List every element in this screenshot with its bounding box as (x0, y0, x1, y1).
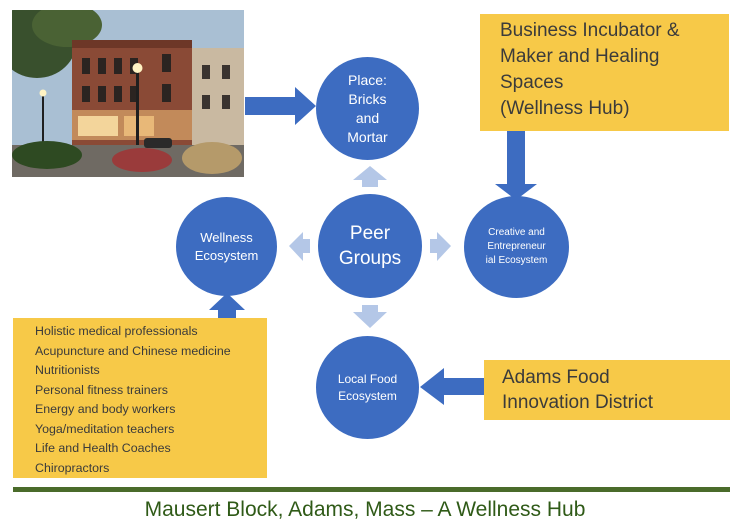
place-line-4: Mortar (347, 128, 388, 145)
arrow-peer-to-creative (430, 232, 451, 261)
adams-line-2: Innovation District (502, 392, 654, 413)
adams-line-1: Adams Food (502, 367, 610, 388)
list-item: Personal fitness trainers (35, 382, 168, 397)
place-line-2: Bricks (348, 90, 387, 107)
street-photo-illustration (12, 10, 244, 177)
business-incubator-box: Business Incubator & Maker and Healing S… (480, 14, 729, 131)
list-item: Energy and body workers (35, 402, 176, 416)
incubator-line-4: (Wellness Hub) (500, 98, 630, 119)
wellness-line-2: Ecosystem (194, 247, 259, 263)
place-line-1: Place: (348, 71, 387, 88)
creative-ecosystem-circle: Creative and Entrepreneur ial Ecosystem (464, 196, 569, 298)
list-item: Holistic medical professionals (35, 324, 198, 338)
local-food-ecosystem-circle: Local Food Ecosystem (316, 336, 419, 439)
incubator-line-1: Business Incubator & (500, 20, 680, 41)
creative-line-1: Creative and (488, 227, 545, 238)
arrow-peer-to-place (353, 166, 387, 187)
place-line-3: and (355, 109, 380, 126)
list-item: Acupuncture and Chinese medicine (35, 343, 231, 358)
divider-rule (13, 487, 730, 492)
peer-groups-circle: Peer Groups (318, 194, 422, 298)
arrow-list-to-wellness (218, 310, 236, 318)
peer-line-1: Peer (349, 223, 391, 244)
arrow-list-to-wellness-shaft (209, 293, 245, 318)
wellness-professionals-list: Holistic medical professionals Acupunctu… (13, 318, 267, 478)
food-line-1: Local Food (337, 371, 398, 386)
creative-line-2: Entrepreneur (487, 241, 546, 252)
arrow-peer-to-wellness (289, 232, 310, 261)
incubator-line-2: Maker and Healing (500, 46, 660, 67)
adams-food-innovation-box: Adams Food Innovation District (484, 360, 730, 420)
list-item: Yoga/meditation teachers (35, 421, 175, 436)
list-item: Chiropractors (35, 460, 110, 475)
peer-line-2: Groups (338, 248, 402, 269)
arrow-photo-to-place (245, 87, 316, 125)
incubator-line-3: Spaces (500, 72, 564, 93)
page-caption: Mausert Block, Adams, Mass – A Wellness … (144, 498, 586, 521)
list-item: Nutritionists (35, 363, 100, 377)
street-photo (12, 10, 244, 177)
wellness-ecosystem-circle: Wellness Ecosystem (176, 197, 277, 296)
arrow-incubator-to-creative (495, 131, 537, 200)
list-item: Life and Health Coaches (35, 441, 171, 455)
place-circle: Place: Bricks and Mortar (316, 57, 419, 160)
creative-line-3: ial Ecosystem (485, 255, 548, 266)
food-line-2: Ecosystem (338, 388, 397, 403)
arrow-peer-to-food (353, 305, 387, 328)
arrow-adams-to-food (420, 368, 484, 405)
wellness-line-1: Wellness (200, 229, 253, 245)
